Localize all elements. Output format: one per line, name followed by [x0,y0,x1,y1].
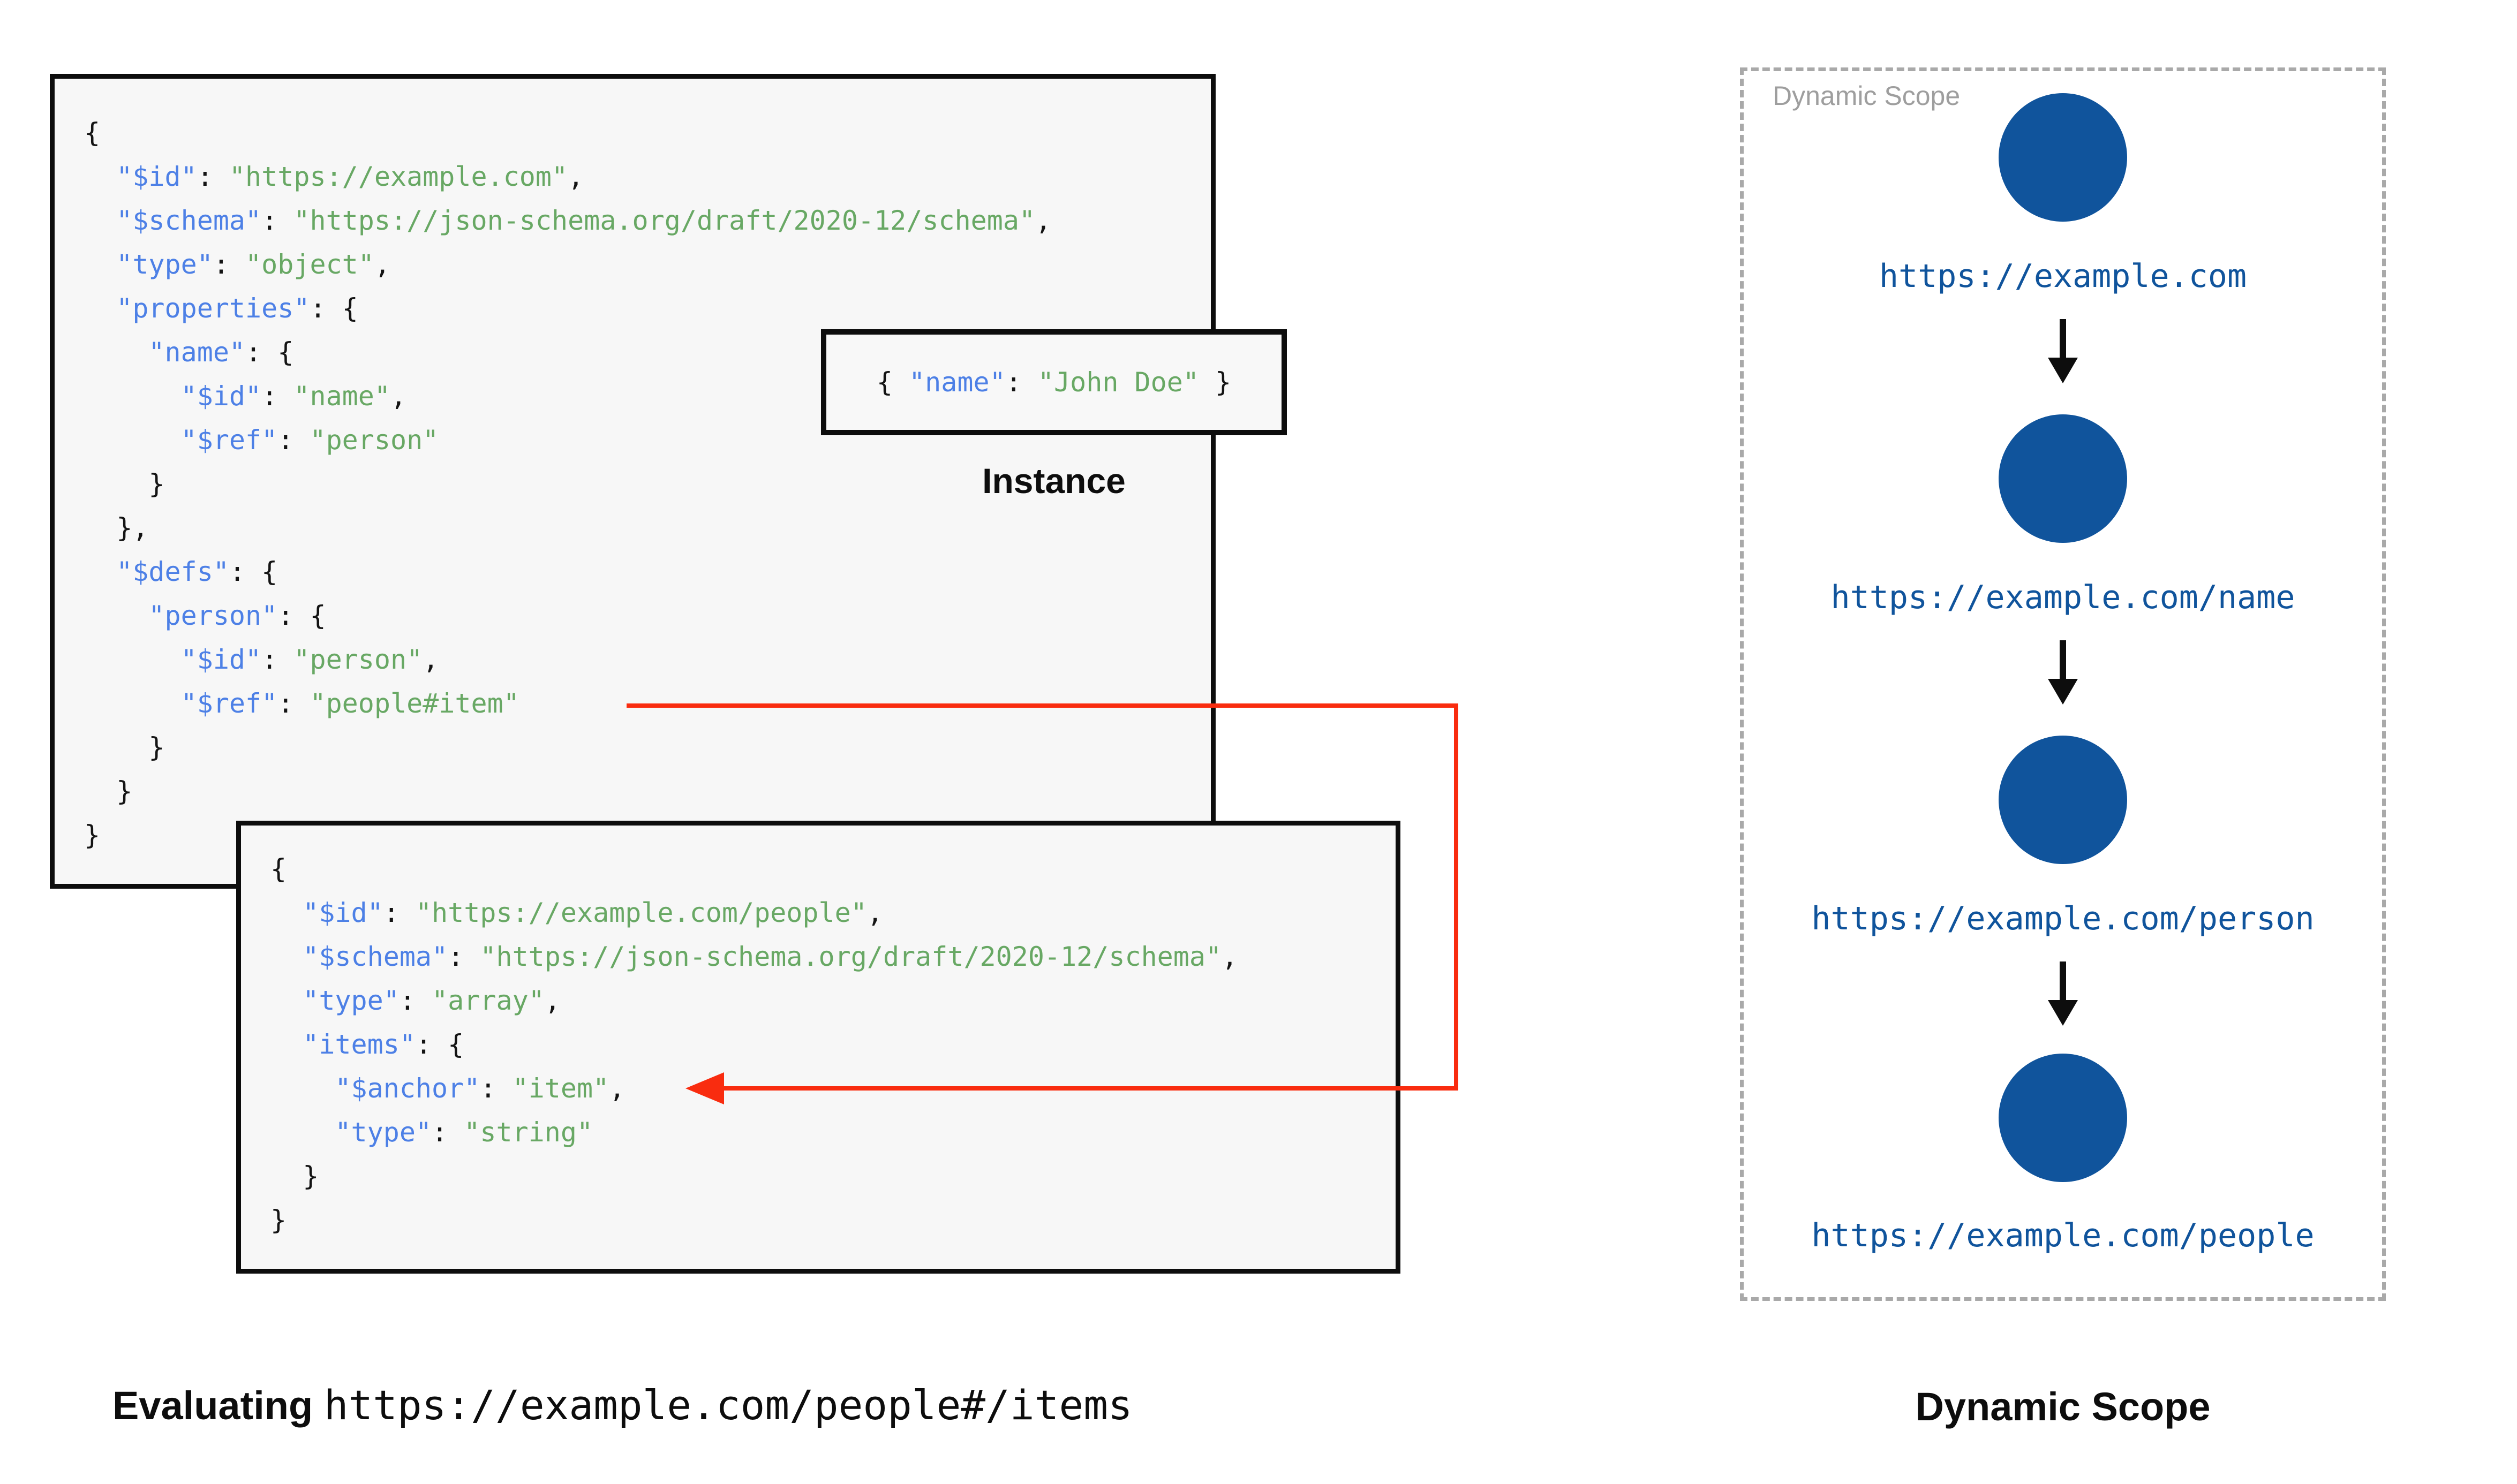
evaluating-caption: Evaluating https://example.com/people#/i… [112,1373,1133,1437]
scope-node-circle [1999,1054,2127,1182]
schema-panel-people: { "$id": "https://example.com/people", "… [236,821,1400,1274]
scope-node-uri: https://example.com/people [1811,1217,2315,1254]
evaluating-caption-word: Evaluating [112,1383,324,1428]
ref-arrowhead-icon [685,1072,724,1104]
schema-root-code: { "$id": "https://example.com", "$schema… [84,117,1052,851]
down-arrowhead-icon [2048,1000,2078,1026]
scope-node-circle [1999,736,2127,864]
scope-node-uri: https://example.com/person [1811,900,2315,937]
down-arrowhead-icon [2048,679,2078,705]
instance-caption: Instance [982,461,1126,501]
schema-panel-root: { "$id": "https://example.com", "$schema… [50,74,1216,889]
dynamic-scope-caption: Dynamic Scope [1915,1384,2211,1429]
ref-arrow-segment-vertical [1454,703,1458,1091]
ref-arrow-segment-bottom [722,1086,1458,1091]
evaluating-caption-uri: https://example.com/people#/items [323,1381,1133,1429]
scope-node-circle [1999,414,2127,543]
down-arrow-icon [2060,961,2066,1000]
scope-node-circle [1999,93,2127,222]
ref-arrow-segment-top [627,703,1458,708]
instance-box: { "name": "John Doe" } [821,329,1287,435]
schema-people-code: { "$id": "https://example.com/people", "… [270,853,1238,1236]
instance-code: { "name": "John Doe" } [876,367,1232,398]
down-arrow-icon [2060,319,2066,358]
down-arrowhead-icon [2048,358,2078,383]
down-arrow-icon [2060,640,2066,679]
scope-node-uri: https://example.com [1879,258,2247,295]
dynamic-scope-box-title: Dynamic Scope [1773,81,1961,111]
scope-node-uri: https://example.com/name [1830,579,2295,616]
